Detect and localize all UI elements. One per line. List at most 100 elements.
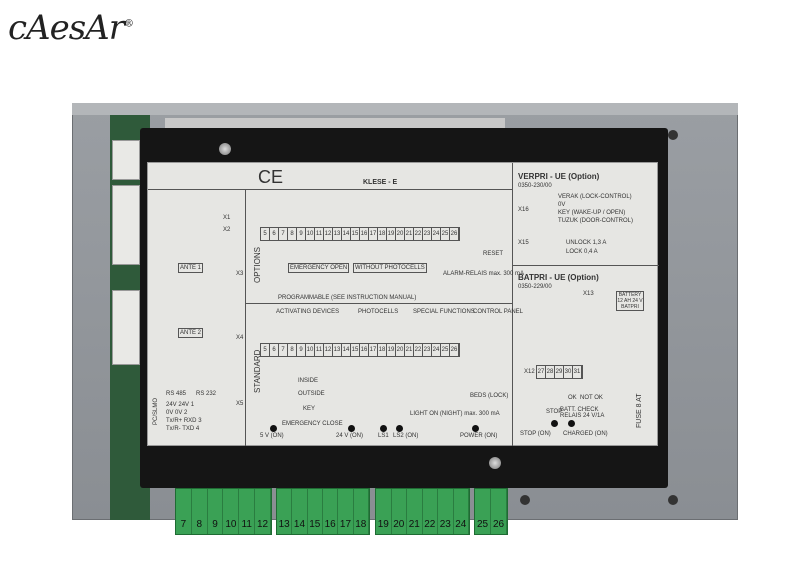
terminal-number: 6 [270, 344, 279, 356]
options-label: OPTIONS [253, 246, 262, 283]
terminal-number: 26 [450, 228, 459, 240]
terminal-number: 26 [450, 344, 459, 356]
special-functions-label: SPECIAL FUNCTIONS [413, 309, 475, 315]
terminal-number: 25 [475, 489, 491, 534]
terminal-number: 24 [454, 489, 469, 534]
x1-label: X1 [223, 215, 231, 221]
terminal-number: 24 [432, 228, 441, 240]
terminal-number: 5 [261, 344, 270, 356]
emergency-open-label: EMERGENCY OPEN [288, 263, 350, 273]
terminal-number: 21 [405, 228, 414, 240]
led-24v-label: 24 V (ON) [336, 433, 364, 439]
terminal-number: 11 [315, 344, 324, 356]
led-5v-label: 5 V (ON) [260, 433, 284, 439]
terminal-number: 26 [491, 489, 507, 534]
alarm-relais-label: ALARM-RELAIS max. 300 mA [443, 271, 525, 277]
terminal-number: 7 [279, 228, 288, 240]
pcb-connector [112, 185, 140, 265]
terminal-number: 11 [315, 228, 324, 240]
led-stop [551, 420, 558, 427]
terminal-number: 9 [208, 489, 224, 534]
terminal-number: 8 [288, 344, 297, 356]
pcb-connector [112, 290, 140, 365]
not-ok-label: NOT OK [580, 395, 603, 401]
batt-check-label: BATT. CHECK RELAIS 24 V/1A [560, 407, 605, 419]
verpri-title: VERPRI - UE (Option) [518, 172, 600, 181]
terminal-number: 29 [555, 366, 564, 378]
terminal-number: 13 [333, 228, 342, 240]
led-24v [348, 425, 355, 432]
terminal-number: 18 [354, 489, 369, 534]
terminal-number: 17 [369, 228, 378, 240]
activating-devices-label: ACTIVATING DEVICES [276, 309, 340, 315]
terminal-number: 21 [405, 344, 414, 356]
terminal-number: 18 [378, 228, 387, 240]
terminal-number: 20 [396, 228, 405, 240]
pcb-connector [112, 140, 140, 180]
lock-label: LOCK 0,4 A [566, 249, 598, 255]
photocells-label: PHOTOCELLS [358, 309, 399, 315]
terminal-number: 19 [387, 344, 396, 356]
beds-label: BEDS (LOCK) [470, 393, 509, 399]
terminal-number: 25 [441, 344, 450, 356]
programmable-label: PROGRAMMABLE (SEE INSTRUCTION MANUAL) [278, 295, 417, 301]
terminal-number: 14 [292, 489, 308, 534]
outside-label: OUTSIDE [298, 391, 325, 397]
terminal-number: 7 [279, 344, 288, 356]
terminal-number: 23 [423, 228, 432, 240]
unlock-label: UNLOCK 1,3 A [566, 240, 607, 246]
reset-label: RESET [483, 251, 504, 257]
x16-label: X16 [518, 207, 529, 213]
terminal-number: 23 [423, 344, 432, 356]
terminal-number: 10 [223, 489, 240, 534]
terminal-number: 14 [342, 344, 351, 356]
terminal-number: 22 [414, 228, 423, 240]
rs485-label: RS 485 [166, 391, 187, 397]
ce-mark: CE [258, 167, 284, 187]
emergency-close-label: EMERGENCY CLOSE [282, 421, 343, 427]
terminal-number: 16 [323, 489, 339, 534]
stop-label: STOP [546, 409, 563, 415]
terminal-number: 8 [192, 489, 208, 534]
verpri-code: 0350-230/00 [518, 183, 552, 189]
terminal-number: 16 [360, 228, 369, 240]
mounting-hole [668, 495, 678, 505]
terminal-number: 6 [270, 228, 279, 240]
x13-label: X13 [583, 291, 594, 297]
x12-label: X12 [524, 369, 535, 375]
terminal-number: 16 [360, 344, 369, 356]
x5-label: X5 [236, 401, 244, 407]
mounting-hole [520, 495, 530, 505]
terminal-number: 14 [342, 228, 351, 240]
led-charged [568, 420, 575, 427]
terminal-number: 10 [306, 228, 315, 240]
terminal-number: 19 [387, 228, 396, 240]
ante2-label: ANTE 2 [178, 328, 204, 338]
terminal-number: 15 [351, 344, 360, 356]
terminal-number: 19 [376, 489, 392, 534]
terminal-number: 28 [546, 366, 555, 378]
screw [219, 143, 231, 155]
terminal-number: 25 [441, 228, 450, 240]
led-ls1 [380, 425, 387, 432]
terminal-number: 22 [414, 344, 423, 356]
control-panel-label: CONTROL PANEL [473, 309, 524, 315]
terminal-number: 15 [351, 228, 360, 240]
terminal-number: 10 [306, 344, 315, 356]
terminal-number: 27 [537, 366, 546, 378]
pc-slmo-label: PC/SLMO [153, 397, 159, 425]
screw [489, 457, 501, 469]
without-photocells-label: WITHOUT PHOTOCELLS [353, 263, 427, 273]
led-ls2 [396, 425, 403, 432]
wiring-label: CE KLESE - E ANTE 1 ANTE 2 X1 X2 X3 X4 X… [147, 162, 659, 446]
mounting-hole [668, 130, 678, 140]
terminal-number: 9 [297, 228, 306, 240]
rs-table: 24V 24V 1 0V 0V 2 Tx/R+ RXD 3 Tx/R- TXD … [166, 402, 202, 432]
charged-on-label: CHARGED (ON) [563, 431, 608, 437]
